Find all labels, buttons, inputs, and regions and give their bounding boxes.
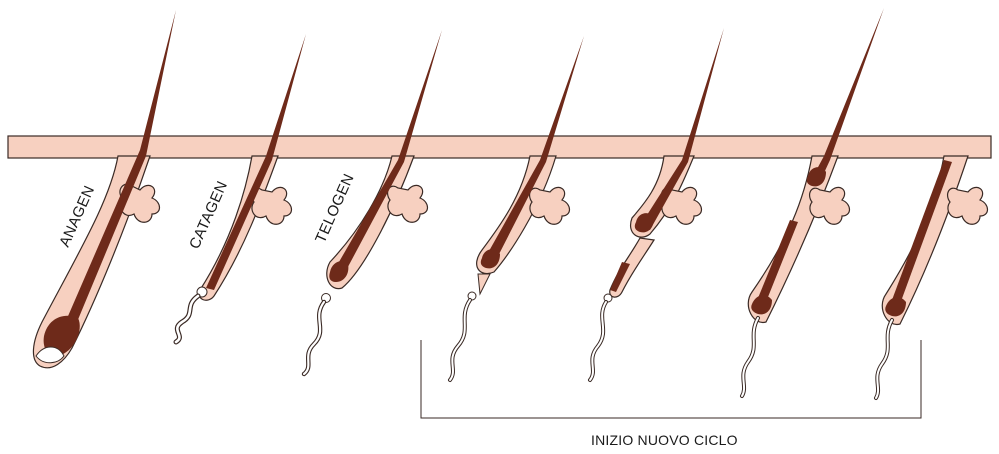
- follicle-catagen: CATAGEN: [176, 34, 306, 342]
- label-catagen: CATAGEN: [186, 179, 231, 252]
- sebaceous-gland: [810, 187, 850, 224]
- new-hair: [892, 160, 952, 304]
- follicle-new-cycle-2: [590, 28, 724, 380]
- new-germ: [478, 274, 490, 294]
- follicle-anagen: ANAGEN: [33, 10, 176, 368]
- skin-surface: [8, 136, 991, 158]
- epithelial-strand: [304, 302, 324, 374]
- sebaceous-gland: [948, 187, 988, 224]
- new-cycle-caption: INIZIO NUOVO CICLO: [591, 432, 738, 448]
- new-cycle-bracket: [421, 340, 921, 418]
- label-telogen: TELOGEN: [312, 171, 358, 245]
- follicle-new-cycle-3: [742, 8, 884, 396]
- sebaceous-gland: [252, 187, 292, 224]
- follicle-new-cycle-1: [450, 36, 584, 380]
- sebaceous-gland: [388, 185, 428, 222]
- sebaceous-gland: [530, 187, 570, 224]
- follicle-new-cycle-4: [876, 156, 988, 398]
- follicle-telogen: TELOGEN: [304, 30, 442, 374]
